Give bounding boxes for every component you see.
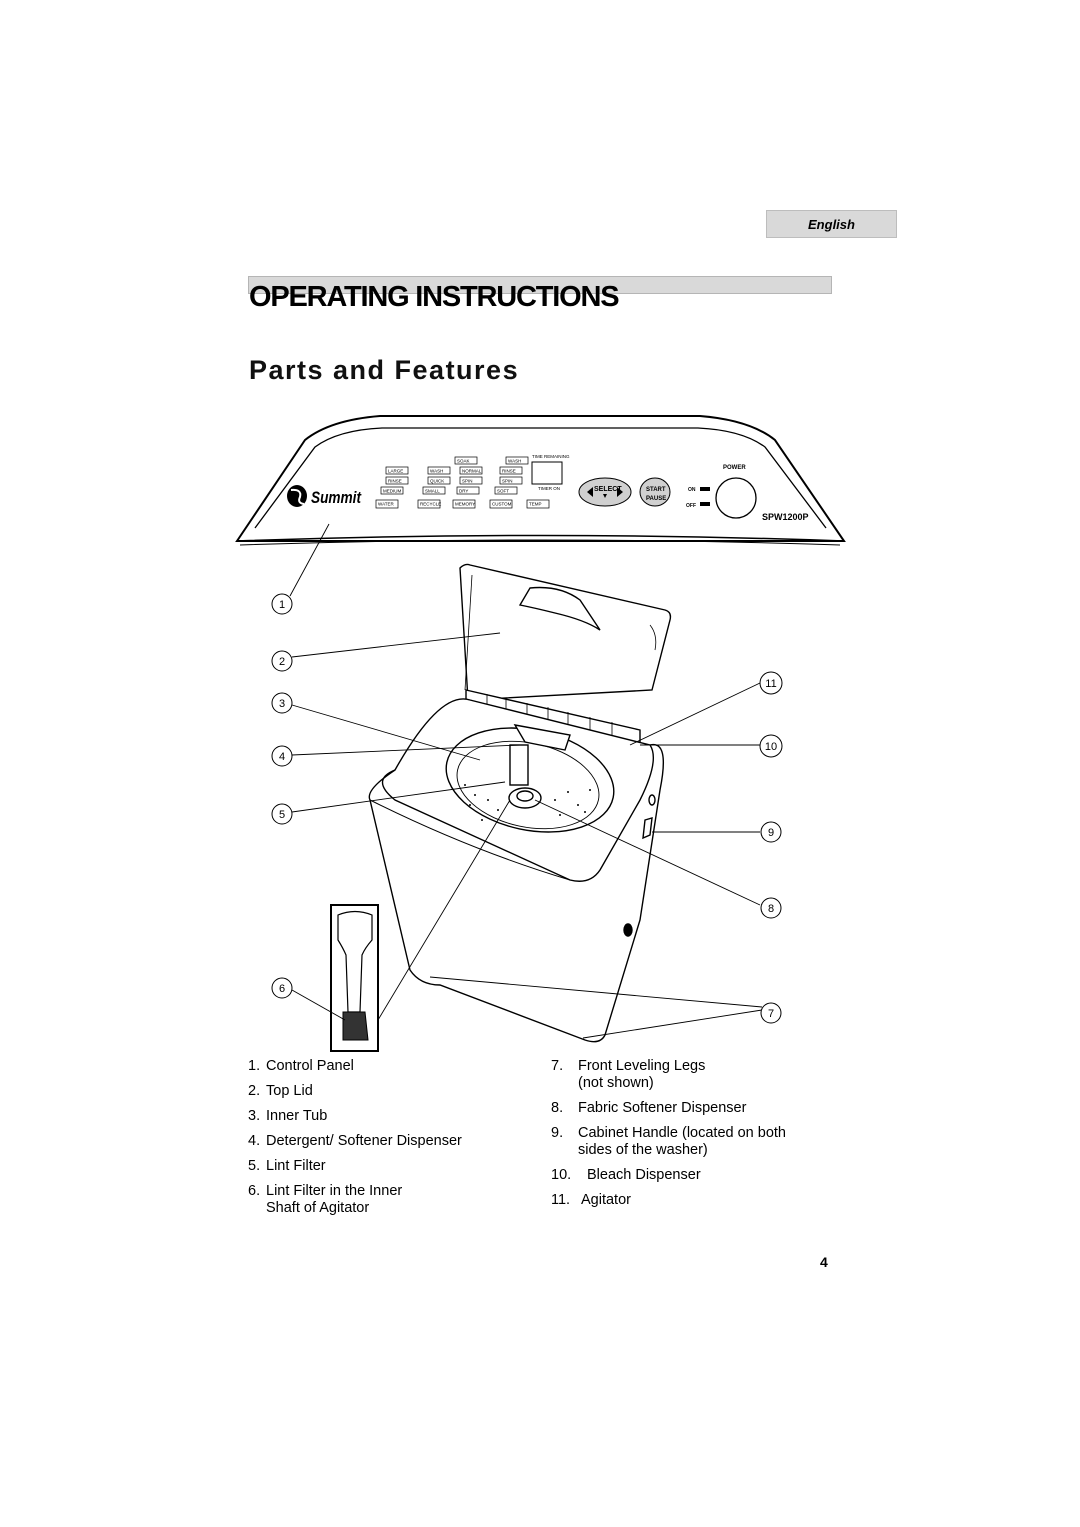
list-item: 5.Lint Filter xyxy=(248,1158,326,1174)
list-item: 11.Agitator xyxy=(551,1192,631,1208)
callout-5: 5 xyxy=(279,809,285,821)
program-button-label: NORMAL xyxy=(462,469,482,474)
list-item: 2.Top Lid xyxy=(248,1083,313,1099)
program-button-label: TEMP xyxy=(529,502,542,507)
program-button-label: WATER xyxy=(378,502,394,507)
callout-1: 1 xyxy=(279,599,285,611)
program-button-label: LARGE xyxy=(388,469,403,474)
program-button-label: SPIN xyxy=(462,479,473,484)
callout-9: 9 xyxy=(768,827,774,839)
callout-2: 2 xyxy=(279,656,285,668)
callout-6: 6 xyxy=(279,983,285,995)
svg-text:OFF: OFF xyxy=(686,503,696,509)
lint-filter-inset xyxy=(330,904,379,1052)
program-button-label: MEMORY xyxy=(455,502,475,507)
callout-4: 4 xyxy=(279,751,285,763)
list-item: 8.Fabric Softener Dispenser xyxy=(551,1100,747,1116)
title-bar xyxy=(248,276,832,294)
summit-logo: Summit xyxy=(287,485,362,507)
washer-body xyxy=(368,563,672,1043)
start-pause-button: START PAUSE xyxy=(639,477,671,507)
callout-7: 7 xyxy=(768,1008,774,1020)
program-button-label: WASH xyxy=(508,459,521,464)
svg-text:TIMER ON: TIMER ON xyxy=(538,486,560,491)
svg-text:PAUSE: PAUSE xyxy=(646,496,666,502)
program-button-label: QUICK xyxy=(430,479,444,484)
callout-markers: 1 2 3 4 5 6 7 8 9 10 11 xyxy=(271,593,783,1024)
svg-text:SELECT: SELECT xyxy=(594,486,622,493)
list-item: 10.Bleach Dispenser xyxy=(551,1167,701,1183)
display-window: TIME REMAINING TIMER ON xyxy=(531,454,570,491)
parts-list-right: 7.Front Leveling Legs(not shown) 8.Fabri… xyxy=(551,1058,786,1209)
list-item: 7.Front Leveling Legs(not shown) xyxy=(551,1058,706,1091)
page-number: 4 xyxy=(820,1254,828,1270)
svg-text:START: START xyxy=(646,487,666,493)
program-button-label: SMALL xyxy=(425,489,440,494)
program-button-label: SOFT xyxy=(497,489,509,494)
program-button-label: CUSTOM xyxy=(492,502,512,507)
callout-11: 11 xyxy=(765,678,776,690)
brand-text: Summit xyxy=(311,488,362,507)
program-button-label: MEDIUM xyxy=(383,489,401,494)
list-item: 1.Control Panel xyxy=(248,1058,354,1074)
callout-8: 8 xyxy=(768,903,774,915)
svg-text:POWER: POWER xyxy=(723,465,746,471)
list-item: 4.Detergent/ Softener Dispenser xyxy=(248,1133,462,1149)
callout-3: 3 xyxy=(279,698,285,710)
program-button-label: RINSE xyxy=(388,479,402,484)
model-number: SPW1200P xyxy=(762,512,809,522)
svg-text:ON: ON xyxy=(688,487,696,493)
callout-10: 10 xyxy=(765,741,777,753)
svg-text:TIME REMAINING: TIME REMAINING xyxy=(532,454,570,459)
list-item: 3.Inner Tub xyxy=(248,1108,328,1124)
section-title: Parts and Features xyxy=(249,355,520,385)
language-tab: English xyxy=(766,210,897,238)
power-knob: POWER ON OFF SPW1200P xyxy=(686,465,809,522)
select-button: SELECT xyxy=(578,477,632,507)
program-button-label: SOAK xyxy=(457,459,470,464)
program-button-label: RINSE xyxy=(502,469,516,474)
program-button-label: WASH xyxy=(430,469,443,474)
program-button-label: DRY xyxy=(459,489,468,494)
parts-list-left: 1.Control Panel 2.Top Lid 3.Inner Tub 4.… xyxy=(248,1058,462,1217)
program-buttons: SOAK WASH LARGE WASH NORMAL RINSE RINSE QUICK SP… xyxy=(375,456,550,509)
page-title: OPERATING INSTRUCTIONS xyxy=(249,281,620,313)
callout-leaders xyxy=(289,523,763,1039)
program-button-label: SPIN xyxy=(502,479,513,484)
program-button-label: RECYCLE xyxy=(420,502,441,507)
